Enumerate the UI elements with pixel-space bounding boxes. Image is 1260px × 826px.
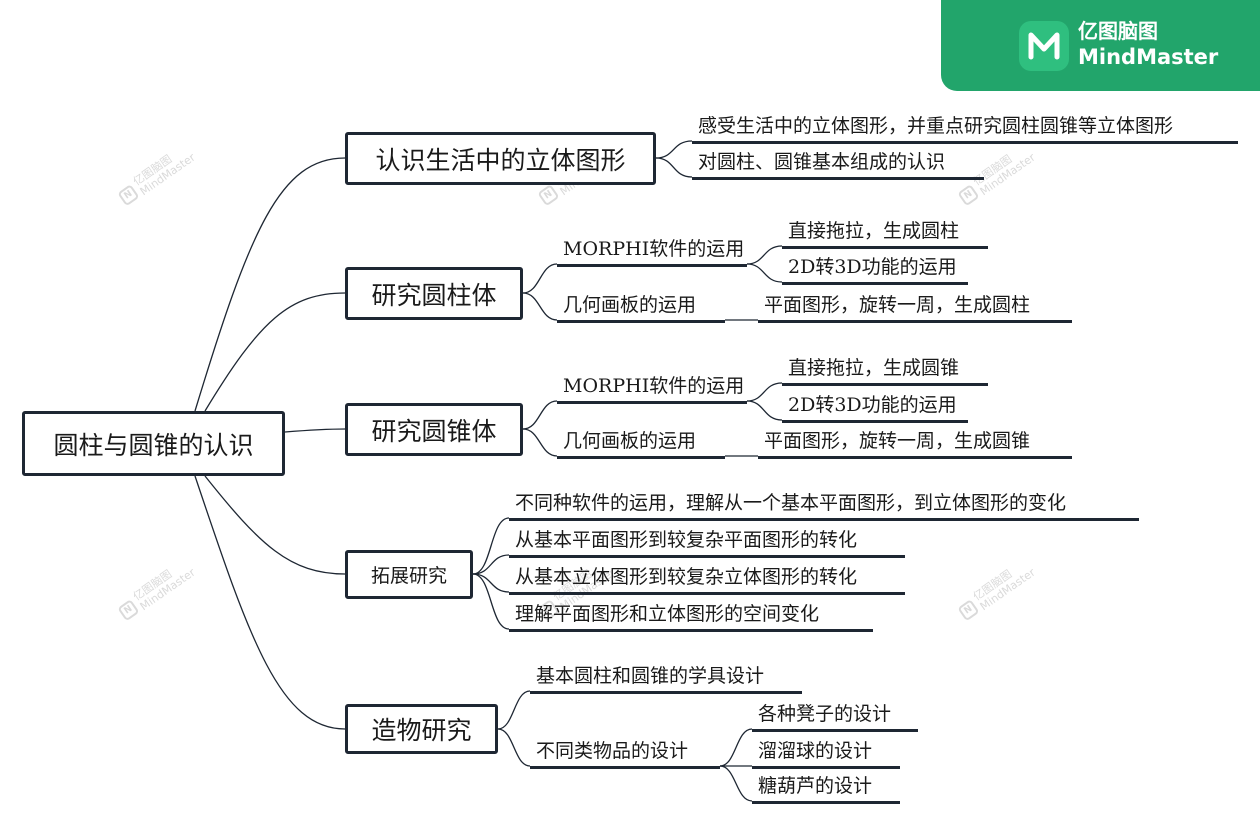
connector-b4-c1: [472, 517, 510, 575]
main-topic-3[interactable]: 研究圆锥体: [345, 403, 523, 456]
subtopic[interactable]: 2D转3D功能的运用: [782, 393, 968, 423]
subtopic[interactable]: 糖葫芦的设计: [752, 774, 900, 804]
mindmaster-logo-glyph: [1028, 32, 1060, 60]
subtopic[interactable]: 直接拖拉，生成圆锥: [782, 356, 988, 386]
subtopic[interactable]: 平面图形，旋转一周，生成圆柱: [758, 293, 1072, 323]
connector-root-branch-2: [204, 292, 346, 412]
connector-b5-s2-c3: [719, 765, 753, 802]
subtopic[interactable]: 不同类物品的设计: [530, 739, 720, 769]
connector-b1-c2: [655, 157, 693, 178]
subtopic[interactable]: 2D转3D功能的运用: [782, 255, 968, 285]
subtopic[interactable]: 几何画板的运用: [557, 429, 725, 459]
mindmaster-logo-icon: [1019, 21, 1069, 71]
connector-root-branch-5: [194, 475, 346, 730]
connector-root-branch-3: [284, 428, 346, 433]
subtopic[interactable]: 几何画板的运用: [557, 293, 725, 323]
subtopic[interactable]: 溜溜球的设计: [752, 739, 900, 769]
connector-b5-c1: [497, 690, 531, 730]
brand-name-en: MindMaster: [1078, 45, 1219, 69]
connector-b4-c4: [472, 573, 510, 630]
subtopic[interactable]: 直接拖拉，生成圆柱: [782, 219, 988, 249]
subtopic[interactable]: 不同种软件的运用，理解从一个基本平面图形，到立体图形的变化: [509, 491, 1139, 521]
connector-b1-c1: [655, 140, 693, 159]
connector-b4-c2: [472, 554, 510, 575]
subtopic[interactable]: MORPHI软件的运用: [557, 237, 747, 267]
connector-b2-s1-c1: [746, 245, 783, 265]
connector-b2-sub1: [522, 263, 558, 294]
brand-badge: 亿图脑图 MindMaster: [941, 0, 1260, 91]
subtopic[interactable]: MORPHI软件的运用: [557, 374, 747, 404]
subtopic[interactable]: 从基本平面图形到较复杂平面图形的转化: [509, 528, 905, 558]
connector-root-branch-4: [204, 475, 346, 575]
subtopic[interactable]: 感受生活中的立体图形，并重点研究圆柱圆锥等立体图形: [692, 114, 1238, 144]
main-topic-4[interactable]: 拓展研究: [345, 550, 473, 599]
subtopic[interactable]: 各种凳子的设计: [752, 702, 918, 732]
connector-root-branch-1: [194, 157, 346, 412]
connector-b2-sub2: [522, 292, 558, 321]
brand-name-cn: 亿图脑图: [1078, 19, 1158, 43]
main-topic-5[interactable]: 造物研究: [345, 704, 498, 754]
connector-b3-s1-c2: [746, 400, 783, 421]
main-topic-1[interactable]: 认识生活中的立体图形: [345, 132, 656, 185]
brand-text: 亿图脑图 MindMaster: [1078, 18, 1218, 71]
root-topic[interactable]: 圆柱与圆锥的认识: [22, 411, 285, 476]
connector-b3-sub2: [522, 428, 558, 457]
subtopic[interactable]: 理解平面图形和立体图形的空间变化: [509, 602, 873, 632]
connector-b3-s1-c1: [746, 382, 783, 402]
subtopic[interactable]: 从基本立体图形到较复杂立体图形的转化: [509, 565, 905, 595]
subtopic[interactable]: 对圆柱、圆锥基本组成的认识: [692, 150, 984, 180]
connector-b2-s1-c2: [746, 263, 783, 283]
connector-b4-c3: [472, 573, 510, 593]
connector-b5-c2: [497, 728, 531, 767]
subtopic[interactable]: 基本圆柱和圆锥的学具设计: [530, 664, 802, 694]
connector-b5-s2-c1: [719, 728, 753, 767]
main-topic-2[interactable]: 研究圆柱体: [345, 267, 523, 320]
connector-b3-sub1: [522, 400, 558, 430]
subtopic[interactable]: 平面图形，旋转一周，生成圆锥: [758, 429, 1072, 459]
